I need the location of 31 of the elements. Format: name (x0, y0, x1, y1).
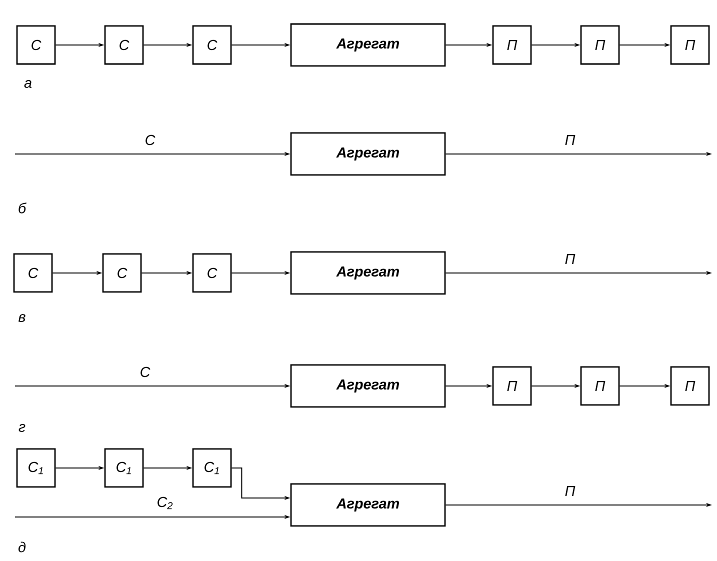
unit-box: Агрегат (290, 23, 446, 67)
edge-label: С$_{2}$ (158, 496, 173, 510)
element-box: П (580, 25, 620, 65)
edge-label: П (565, 486, 576, 496)
element-box: С (13, 253, 53, 293)
edge-label: С (140, 366, 150, 378)
unit-box: Агрегат (290, 483, 446, 527)
element-box: С (104, 25, 144, 65)
panel-letter: д (18, 542, 26, 552)
panel-letter: а (24, 80, 32, 88)
element-box: П (580, 366, 620, 406)
element-box: С$_{1}$ (192, 448, 232, 488)
element-box: С (192, 253, 232, 293)
unit-box: Агрегат (290, 251, 446, 295)
unit-box: Агрегат (290, 132, 446, 176)
edge-label: С (146, 134, 156, 146)
element-box: С (102, 253, 142, 293)
panel-letter: г (18, 424, 26, 432)
element-box: С$_{1}$ (104, 448, 144, 488)
panel-letter: б (18, 202, 26, 214)
element-box: С (192, 25, 232, 65)
unit-box: Агрегат (290, 364, 446, 408)
element-box: С$_{1}$ (16, 448, 56, 488)
element-box: П (492, 366, 532, 406)
element-box: П (670, 366, 710, 406)
element-box: П (492, 25, 532, 65)
edge-label: П (565, 135, 576, 145)
edge-label: П (565, 254, 576, 264)
element-box: П (670, 25, 710, 65)
panel-letter: в (18, 314, 26, 322)
element-box: С (16, 25, 56, 65)
